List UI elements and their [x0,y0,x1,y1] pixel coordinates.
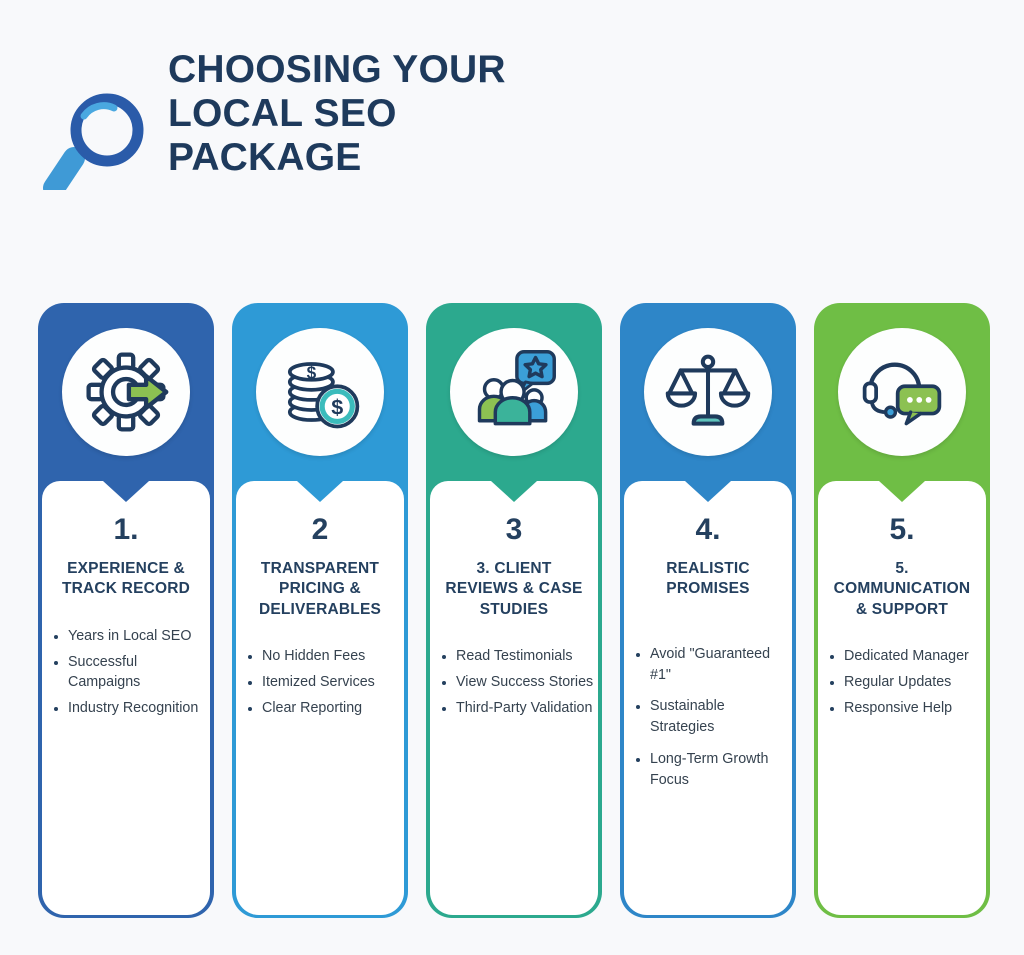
gear-arrow-icon [62,328,190,456]
card-title: 3. CLIENT REVIEWS & CASE STUDIES [445,560,583,618]
bullet-item: Long-Term Growth Focus [650,749,788,790]
card-number: 3 [505,513,523,546]
card-header: $ $ [232,303,408,481]
bullet-item: Third-Party Validation [456,698,594,719]
card-bullets: Avoid "Guaranteed #1" Sustainable Strate… [632,644,788,790]
card-bullets: Dedicated Manager Regular Updates Respon… [826,646,982,718]
title-line-1: CHOOSING YOUR [168,48,506,91]
card-header [38,303,214,481]
card-header [426,303,602,481]
bullet-item: Industry Recognition [68,698,206,719]
card-title: REALISTIC PROMISES [666,560,750,598]
coins-icon: $ $ [256,328,384,456]
card-header [620,303,796,481]
bullet-item: Successful Campaigns [68,652,206,693]
card-number: 1. [113,513,139,546]
notch [879,481,925,502]
bullet-item: Dedicated Manager [844,646,982,667]
bullet-item: Read Testimonials [456,646,594,667]
magnifier-icon [22,40,162,199]
title-line-2: LOCAL SEO [168,92,397,136]
page-header: CHOOSING YOUR LOCAL SEO PACKAGE [22,40,506,199]
card-title: 5. COMMUNICATION & SUPPORT [833,560,971,618]
card-body: 3 3. CLIENT REVIEWS & CASE STUDIES Read … [430,481,598,915]
notch [103,481,149,502]
bullet-item: Avoid "Guaranteed #1" [650,644,788,685]
title-line-3: PACKAGE [168,136,362,180]
card-client-reviews: 3 3. CLIENT REVIEWS & CASE STUDIES Read … [426,303,602,918]
people-review-icon [450,328,578,456]
card-experience-track-record: 1. EXPERIENCE & TRACK RECORD Years in Lo… [38,303,214,918]
card-number: 5. [889,513,915,546]
cards-row: 1. EXPERIENCE & TRACK RECORD Years in Lo… [38,303,990,918]
page-title: CHOOSING YOUR LOCAL SEO PACKAGE [168,48,506,180]
card-header [814,303,990,481]
card-bullets: Read Testimonials View Success Stories T… [438,646,594,718]
card-title: EXPERIENCE & TRACK RECORD [61,560,191,598]
card-body: 4. REALISTIC PROMISES Avoid "Guaranteed … [624,481,792,915]
notch [685,481,731,502]
notch [297,481,343,502]
card-body: 5. 5. COMMUNICATION & SUPPORT Dedicated … [818,481,986,915]
notch [491,481,537,502]
card-realistic-promises: 4. REALISTIC PROMISES Avoid "Guaranteed … [620,303,796,918]
svg-text:$: $ [307,362,317,382]
bullet-item: Clear Reporting [262,698,400,719]
card-bullets: Years in Local SEO Successful Campaigns … [50,626,206,719]
bullet-item: Years in Local SEO [68,626,206,647]
card-transparent-pricing: $ $ 2 TRANSPARENT PRICING & DELIVERABLES… [232,303,408,918]
card-number: 2 [311,513,329,546]
bullet-item: Sustainable Strategies [650,696,788,737]
card-communication-support: 5. 5. COMMUNICATION & SUPPORT Dedicated … [814,303,990,918]
card-title: TRANSPARENT PRICING & DELIVERABLES [258,560,382,618]
scale-icon [644,328,772,456]
card-body: 1. EXPERIENCE & TRACK RECORD Years in Lo… [42,481,210,915]
bullet-item: View Success Stories [456,672,594,693]
svg-text:$: $ [331,394,343,419]
card-bullets: No Hidden Fees Itemized Services Clear R… [244,646,400,718]
bullet-item: Regular Updates [844,672,982,693]
bullet-item: Responsive Help [844,698,982,719]
bullet-item: No Hidden Fees [262,646,400,667]
card-number: 4. [695,513,721,546]
card-body: 2 TRANSPARENT PRICING & DELIVERABLES No … [236,481,404,915]
headset-chat-icon [838,328,966,456]
bullet-item: Itemized Services [262,672,400,693]
